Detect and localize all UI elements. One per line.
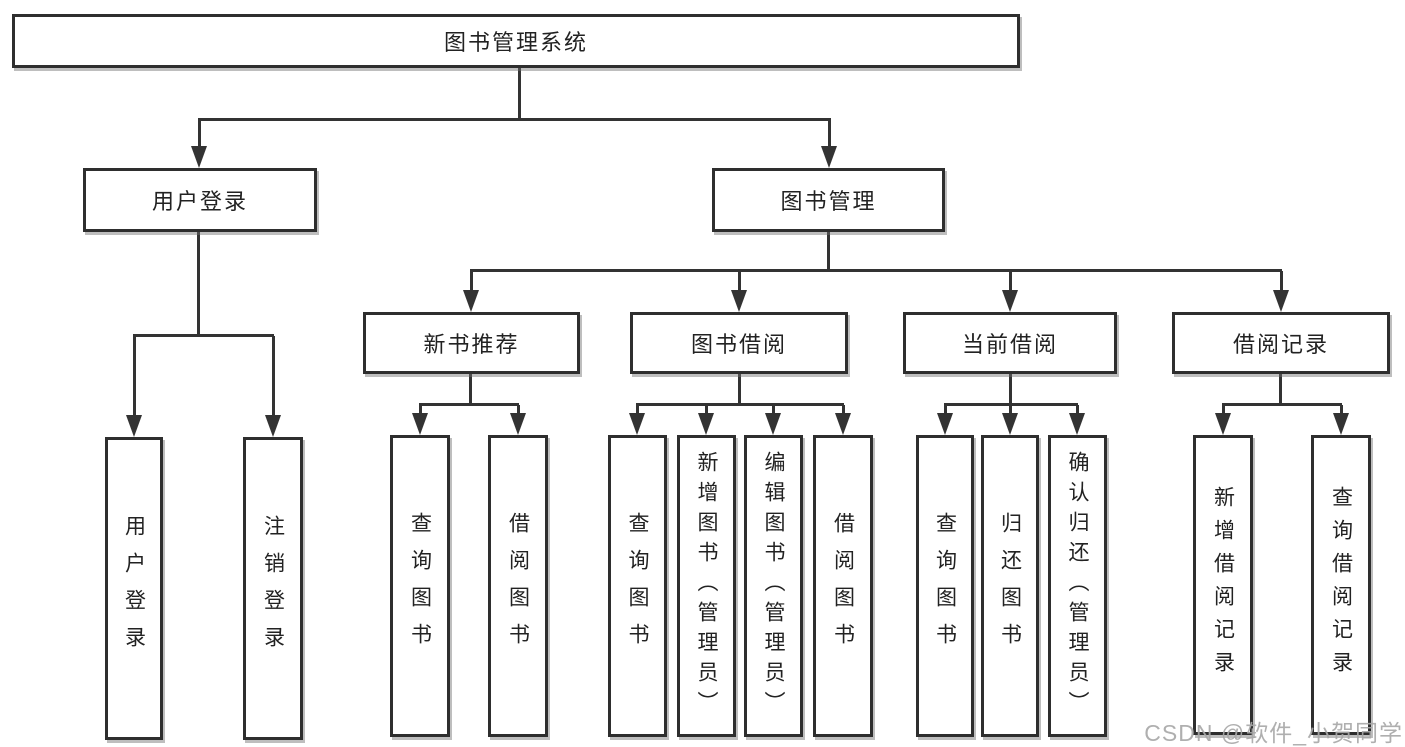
connector-line	[1279, 374, 1282, 406]
node-book-management-module: 图书管理	[712, 168, 945, 232]
connector-line	[133, 334, 274, 337]
node-leaf-add-books-admin: 新增图书（管理员）	[677, 435, 736, 737]
node-label: 新增借阅记录	[1211, 486, 1235, 684]
node-leaf-confirm-return-admin: 确认归还（管理员）	[1048, 435, 1107, 737]
node-leaf-query-borrow-record: 查询借阅记录	[1311, 435, 1371, 735]
node-leaf-user-login: 用户登录	[105, 437, 163, 740]
arrow-down-icon	[265, 336, 281, 437]
arrow-down-icon	[731, 271, 747, 312]
arrow-down-icon	[1069, 405, 1085, 435]
node-label: 归还图书	[998, 512, 1022, 660]
arrow-down-icon	[191, 120, 207, 168]
node-leaf-query-books-1: 查询图书	[390, 435, 450, 737]
node-leaf-add-borrow-record: 新增借阅记录	[1193, 435, 1253, 735]
node-library-management-system: 图书管理系统	[12, 14, 1020, 68]
node-label: 图书管理	[780, 189, 877, 214]
connector-line	[518, 67, 521, 120]
connector-line	[827, 232, 830, 272]
node-leaf-query-books-3: 查询图书	[916, 435, 974, 737]
node-label: 编辑图书（管理员）	[762, 451, 785, 721]
arrow-down-icon	[463, 271, 479, 312]
node-borrowing-records: 借阅记录	[1172, 312, 1390, 374]
node-book-borrowing: 图书借阅	[630, 312, 848, 374]
arrow-down-icon	[1002, 405, 1018, 435]
arrow-down-icon	[1273, 271, 1289, 312]
node-label: 查询借阅记录	[1329, 486, 1353, 684]
csdn-watermark: CSDN @软件_小贺同学	[1144, 720, 1403, 746]
node-user-login-module: 用户登录	[83, 168, 317, 232]
node-leaf-borrow-books-2: 借阅图书	[813, 435, 873, 737]
node-label: 用户登录	[151, 189, 248, 214]
node-leaf-borrow-books-1: 借阅图书	[488, 435, 548, 737]
connector-line	[470, 269, 1282, 272]
connector-line	[636, 403, 844, 406]
node-label: 用户登录	[122, 514, 146, 663]
node-label: 借阅图书	[506, 512, 530, 660]
connector-line	[1222, 403, 1342, 406]
node-leaf-query-books-2: 查询图书	[608, 435, 667, 737]
arrow-down-icon	[1333, 405, 1349, 435]
node-label: 确认归还（管理员）	[1066, 451, 1089, 721]
node-label: 查询图书	[408, 512, 432, 660]
node-label: 新书推荐	[423, 332, 520, 357]
node-label: 图书借阅	[690, 332, 787, 357]
arrow-down-icon	[698, 405, 714, 435]
connector-line	[198, 118, 831, 121]
arrow-down-icon	[937, 405, 953, 435]
node-leaf-logout: 注销登录	[243, 437, 303, 740]
arrow-down-icon	[765, 405, 781, 435]
connector-line	[469, 374, 472, 406]
arrow-down-icon	[629, 405, 645, 435]
connector-line	[944, 403, 1078, 406]
arrow-down-icon	[412, 405, 428, 435]
arrow-down-icon	[510, 405, 526, 435]
node-new-book-recommend: 新书推荐	[363, 312, 580, 374]
arrow-down-icon	[1215, 405, 1231, 435]
connector-line	[1009, 374, 1012, 406]
node-label: 借阅图书	[831, 512, 855, 660]
connector-line	[738, 374, 741, 406]
arrow-down-icon	[1002, 271, 1018, 312]
node-current-borrowing: 当前借阅	[903, 312, 1117, 374]
node-label: 当前借阅	[961, 332, 1058, 357]
node-label: 借阅记录	[1232, 332, 1329, 357]
arrow-down-icon	[126, 336, 142, 437]
node-leaf-edit-books-admin: 编辑图书（管理员）	[744, 435, 803, 737]
arrow-down-icon	[821, 120, 837, 168]
node-label: 查询图书	[933, 512, 957, 660]
connector-line	[419, 403, 519, 406]
node-label: 图书管理系统	[443, 30, 588, 55]
node-label: 新增图书（管理员）	[695, 451, 718, 721]
node-leaf-return-books: 归还图书	[981, 435, 1039, 737]
node-label: 注销登录	[261, 514, 285, 663]
node-label: 查询图书	[626, 512, 649, 660]
arrow-down-icon	[835, 405, 851, 435]
connector-line	[197, 232, 200, 337]
